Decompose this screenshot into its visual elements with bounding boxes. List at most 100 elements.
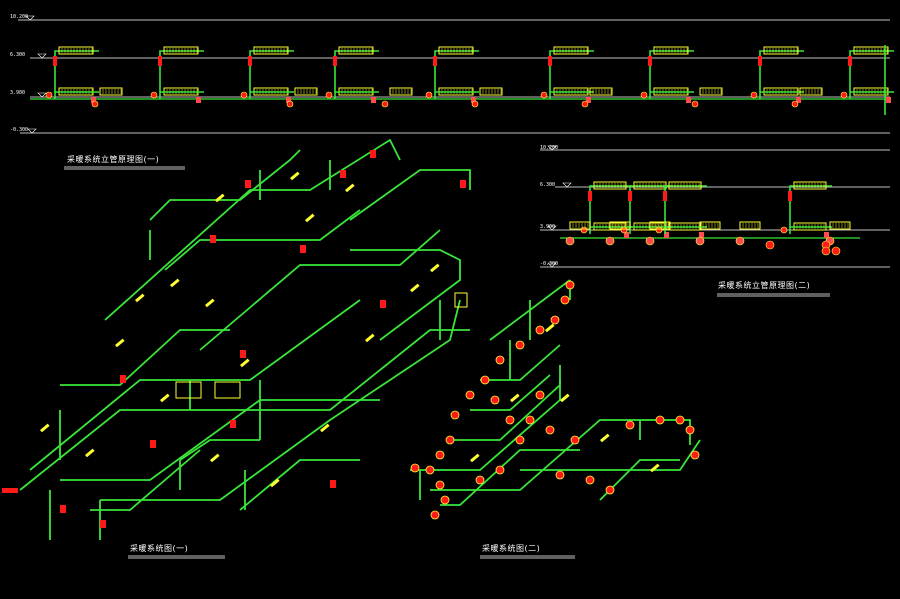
pipe-fitting: [780, 226, 788, 234]
pipe-fitting: [735, 236, 745, 246]
inlet-tag: [2, 488, 18, 493]
riser-pipe: [334, 50, 379, 99]
radiator: [470, 453, 480, 463]
pipe-fitting: [91, 100, 99, 108]
radiator-circle: [490, 395, 500, 405]
radiator-circle: [495, 355, 505, 365]
isometric-pipe: [164, 209, 361, 271]
radiator: [215, 193, 225, 203]
radiator: [319, 423, 330, 433]
radiator: [84, 448, 95, 458]
isometric-pipe: [410, 380, 561, 471]
radiator: [479, 87, 503, 96]
isometric-pipe: [60, 399, 380, 481]
title-underlines: [64, 166, 830, 559]
isometric-pipe: [430, 419, 691, 491]
level-symbol: [547, 225, 557, 231]
radiator: [205, 298, 215, 308]
radiator: [699, 221, 721, 230]
isometric-pipe: [470, 374, 551, 411]
valve: [240, 350, 246, 358]
radiator-circle: [445, 435, 455, 445]
radiator: [253, 46, 289, 55]
valve: [60, 505, 66, 513]
radiator: [438, 46, 474, 55]
radiator-circle: [480, 375, 490, 385]
riser-pipe: [434, 50, 479, 99]
valve: [120, 375, 126, 383]
isometric-pipe: [520, 439, 701, 471]
radiator: [430, 263, 440, 273]
dimension-tag: [686, 97, 691, 103]
radiator: [599, 433, 610, 443]
isometric-pipe: [19, 329, 470, 491]
valve: [340, 170, 346, 178]
pipe-fitting: [325, 91, 333, 99]
radiator-circle: [535, 325, 545, 335]
pipe-fitting: [565, 236, 575, 246]
radiator-circle: [465, 390, 475, 400]
dimension-tag: [796, 97, 801, 103]
level-mark-2: 6.300: [540, 182, 556, 188]
dimension-tag: [286, 97, 291, 103]
dimension-tag: [196, 97, 201, 103]
radiator: [364, 333, 375, 343]
riser-pipe: [54, 50, 99, 99]
radiator: [338, 46, 374, 55]
equipment-box: [214, 381, 241, 399]
radiator: [609, 221, 631, 230]
valve: [628, 191, 632, 201]
pipe-fitting: [381, 100, 389, 108]
valve: [300, 245, 306, 253]
system-diagram-1-title: 采暖系统图(一): [130, 544, 189, 553]
radiator: [269, 478, 280, 488]
valve: [848, 56, 852, 66]
radiator-circle: [505, 415, 515, 425]
riser-pipe: [249, 50, 294, 99]
dimension-tag: [624, 232, 629, 238]
pipe-fitting: [605, 236, 615, 246]
radiator: [39, 423, 50, 433]
level-mark-2: 6.300: [10, 52, 26, 58]
isometric-pipe: [104, 138, 401, 321]
dimension-tag: [699, 232, 704, 238]
radiator: [545, 323, 555, 333]
isometric-pipe: [349, 169, 471, 221]
isometric-pipe: [239, 459, 360, 511]
radiator-circle: [515, 435, 525, 445]
dimension-tag: [824, 232, 829, 238]
isometric-pipe: [350, 249, 461, 341]
level-mark-3: 3.900: [540, 224, 556, 230]
radiator: [589, 87, 613, 96]
radiator-circle: [565, 280, 575, 290]
radiator-circle: [435, 450, 445, 460]
radiator-circle: [555, 470, 565, 480]
radiator-circle: [605, 485, 615, 495]
dimension-tag: [664, 232, 669, 238]
pipe-fitting: [695, 236, 705, 246]
pipe-fitting: [765, 240, 775, 250]
riser-pipe: [759, 50, 804, 99]
pipe-fitting: [691, 100, 699, 108]
pipe-fitting: [791, 100, 799, 108]
pipe-fitting: [240, 91, 248, 99]
riser-pipe: [159, 50, 204, 99]
radiator: [799, 87, 823, 96]
dimension-tag: [586, 97, 591, 103]
level-symbol: [547, 145, 557, 151]
radiator: [649, 221, 671, 230]
radiator-circle: [450, 410, 460, 420]
system-diagram-2-title: 采暖系统图(二): [482, 544, 541, 553]
pipe-fitting: [471, 100, 479, 108]
radiator: [99, 87, 123, 96]
pipe-fitting: [286, 100, 294, 108]
radiator: [114, 338, 125, 348]
isometric-pipe: [480, 344, 561, 381]
radiator-circle: [535, 390, 545, 400]
radiator: [699, 87, 723, 96]
level-lines: [18, 15, 890, 268]
pipe-fitting: [150, 91, 158, 99]
radiator: [210, 453, 220, 463]
riser-diagram-1-title: 采暖系统立管原理图(一): [67, 155, 160, 164]
isometric-pipe: [199, 229, 441, 351]
